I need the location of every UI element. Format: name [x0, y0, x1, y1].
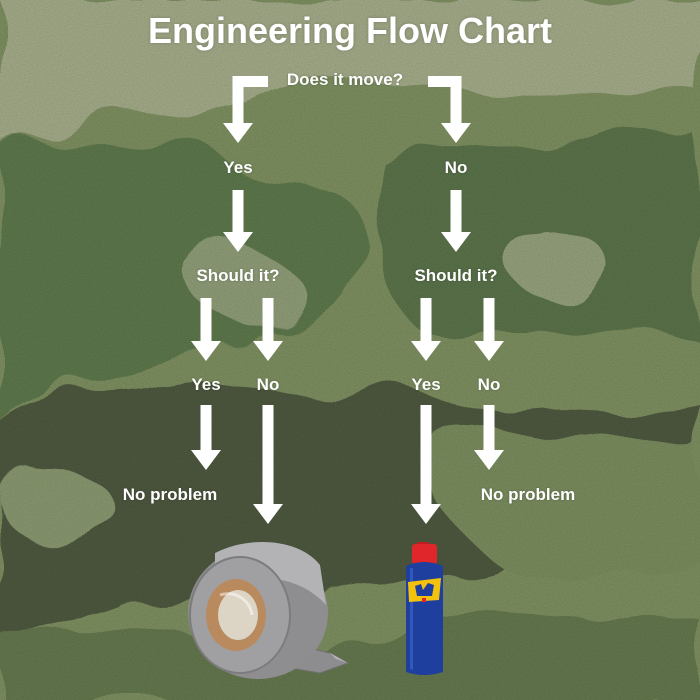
arrow-to-yes-bar	[232, 76, 268, 87]
arrow-right-should-no	[474, 298, 504, 361]
arrow-to-no-bar	[428, 76, 462, 87]
chart-title: Engineering Flow Chart	[147, 10, 552, 51]
node-no: No	[444, 158, 468, 177]
arrow-yes-to-should	[223, 190, 253, 252]
arrow-right-should-yes	[411, 298, 441, 361]
lubricant-spray-can-icon	[406, 542, 443, 675]
node-left-no: No	[256, 375, 280, 394]
node-right-yes: Yes	[411, 375, 441, 394]
arrow-no-to-should	[441, 190, 471, 252]
arrow-to-yes	[223, 76, 253, 143]
arrow-right-yes-can	[411, 405, 441, 524]
arrow-left-no-tape	[253, 405, 283, 524]
duct-tape-icon	[188, 541, 350, 679]
arrow-left-yes-no-problem	[191, 405, 221, 470]
node-should-it-left: Should it?	[196, 266, 280, 285]
arrow-right-no-no-problem	[474, 405, 504, 470]
node-left-yes: Yes	[191, 375, 221, 394]
node-yes: Yes	[223, 158, 253, 177]
node-right-no: No	[477, 375, 501, 394]
node-no-problem-right: No problem	[480, 485, 576, 504]
node-should-it-right: Should it?	[414, 266, 498, 285]
arrow-left-should-no	[253, 298, 283, 361]
node-does-it-move: Does it move?	[286, 70, 404, 89]
node-no-problem-left: No problem	[122, 485, 218, 504]
arrow-left-should-yes	[191, 298, 221, 361]
arrow-to-no	[441, 76, 471, 143]
